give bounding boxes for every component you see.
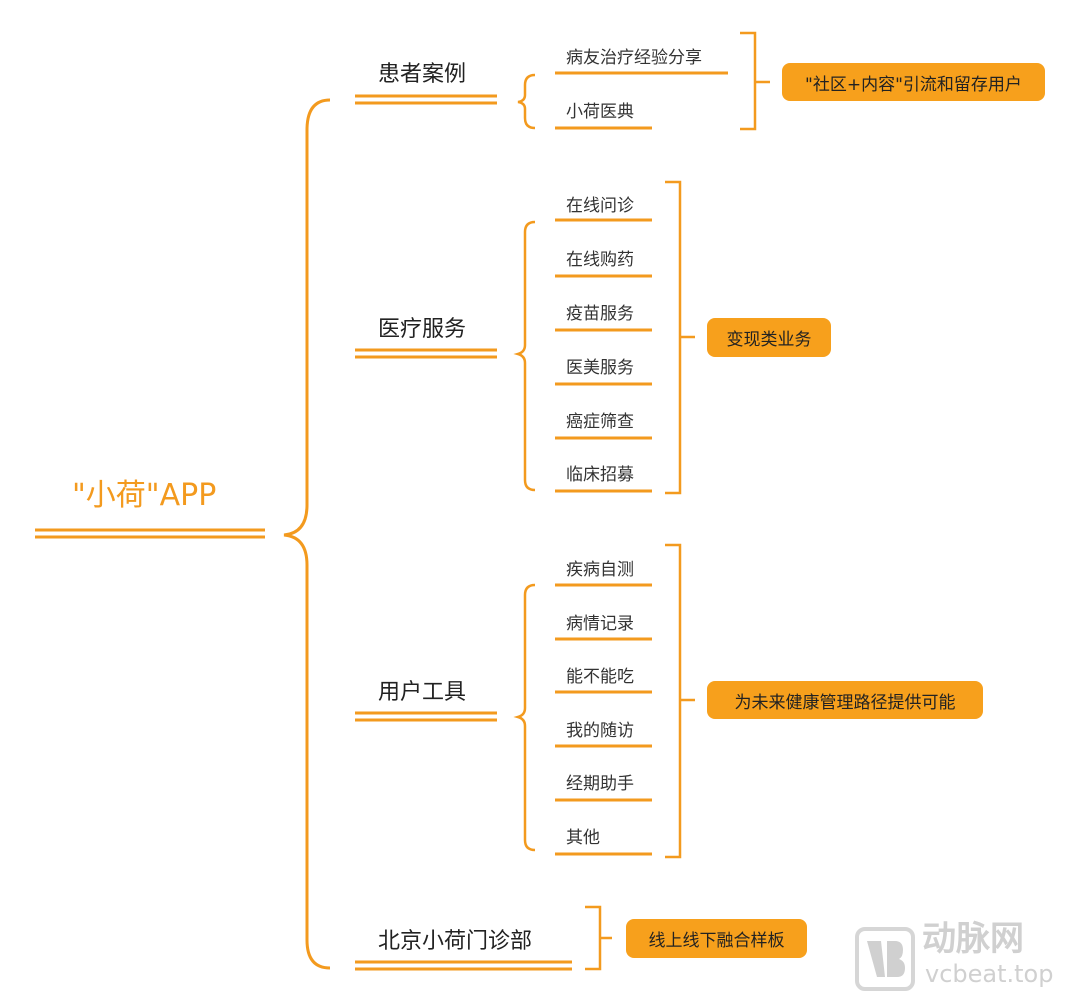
branch-user-tools: 用户工具 xyxy=(378,680,467,705)
note-box-monetization: 变现类业务 xyxy=(707,318,831,357)
leaf-item: 在线购药 xyxy=(566,250,634,270)
note-box-health-management: 为未来健康管理路径提供可能 xyxy=(707,681,983,719)
leaf-item: 在线问诊 xyxy=(566,196,634,216)
leaf-item: 经期助手 xyxy=(566,774,634,794)
branch-patient-cases: 患者案例 xyxy=(378,62,467,87)
watermark-logo xyxy=(855,927,915,991)
leaf-item: 癌症筛查 xyxy=(566,412,634,432)
watermark-text-en: vcbeat.top xyxy=(925,960,1054,988)
leaf-item: 能不能吃 xyxy=(566,667,634,687)
note-box-community: "社区+内容"引流和留存用户 xyxy=(782,63,1045,101)
watermark-text-cn: 动脉网 xyxy=(922,919,1024,959)
leaf-item: 医美服务 xyxy=(566,358,634,378)
note-box-o2o-model: 线上线下融合样板 xyxy=(626,919,807,958)
leaf-item: 疫苗服务 xyxy=(566,304,634,324)
branch-medical-services: 医疗服务 xyxy=(378,317,467,342)
leaf-item: 病情记录 xyxy=(566,614,634,634)
leaf-item: 其他 xyxy=(566,828,600,848)
branch-beijing-clinic: 北京小荷门诊部 xyxy=(378,929,533,954)
leaf-item: 疾病自测 xyxy=(566,560,634,580)
leaf-item: 临床招募 xyxy=(566,465,634,485)
leaf-item: 我的随访 xyxy=(566,721,634,741)
leaf-item: 病友治疗经验分享 xyxy=(566,48,702,68)
leaf-item: 小荷医典 xyxy=(566,102,634,122)
root-node: "小荷"APP xyxy=(72,478,217,513)
